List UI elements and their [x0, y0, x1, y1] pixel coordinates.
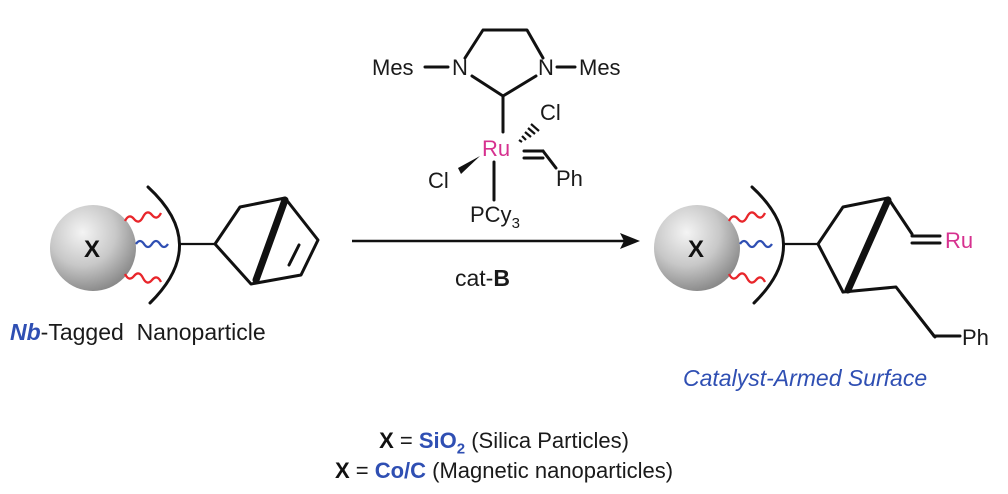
left-nanoparticle: X	[50, 185, 320, 305]
norbornene-ring	[213, 196, 320, 286]
cyclopentane-ring	[816, 196, 890, 294]
right-shell-arc	[750, 185, 785, 305]
left-linker-red-top	[123, 211, 163, 223]
right-linker-red-bottom	[727, 272, 767, 284]
reagent-label: cat-B	[455, 265, 510, 291]
phenyl-label: Ph	[556, 166, 583, 191]
right-nanoparticle: X Ru Ph	[654, 185, 989, 350]
chloride-left-label: Cl	[428, 168, 449, 193]
norbornene-bridge	[252, 196, 289, 284]
mes-right-label: Mes	[579, 55, 621, 80]
left-sphere	[50, 205, 136, 291]
pcy3-label: PCy3	[470, 202, 520, 232]
left-caption: Nb-Tagged Nanoparticle	[10, 319, 266, 345]
grubbs-catalyst: N N Mes Mes Ru Cl Cl Ph PCy3	[372, 28, 621, 232]
right-sphere	[654, 205, 740, 291]
mes-left-label: Mes	[372, 55, 414, 80]
left-linker-blue	[135, 239, 169, 249]
right-caption: Catalyst-Armed Surface	[683, 365, 927, 391]
hashed-wedge-cl	[518, 123, 540, 143]
reaction-arrow	[352, 233, 640, 249]
right-sphere-label: X	[688, 236, 704, 263]
right-linker-red-top	[727, 211, 767, 223]
carbene-bonds	[470, 74, 538, 98]
ruthenium-label: Ru	[482, 136, 510, 161]
norbornene-double-inner	[287, 243, 301, 267]
right-phenyl-label: Ph	[962, 325, 989, 350]
imidazolidine-backbone	[463, 28, 545, 60]
right-linker-blue	[739, 239, 773, 249]
nitrogen-right-label: N	[538, 55, 554, 80]
legend-line-silica: X = SiO2 (Silica Particles)	[379, 428, 629, 458]
left-sphere-label: X	[84, 236, 100, 263]
left-shell-arc	[146, 185, 181, 305]
benzylidene-ph-bond	[541, 149, 558, 170]
chloride-top-label: Cl	[540, 100, 561, 125]
cyclopentane-bridge	[844, 196, 892, 294]
left-linker-red-bottom	[123, 272, 163, 284]
nitrogen-left-label: N	[452, 55, 468, 80]
styryl-chain	[841, 285, 936, 338]
right-ruthenium-label: Ru	[945, 228, 973, 253]
bold-wedge-cl	[458, 156, 480, 174]
styryl-double	[900, 293, 937, 339]
legend-line-magnetic: X = Co/C (Magnetic nanoparticles)	[334, 458, 674, 483]
ru-vinyl-bond	[886, 196, 914, 236]
